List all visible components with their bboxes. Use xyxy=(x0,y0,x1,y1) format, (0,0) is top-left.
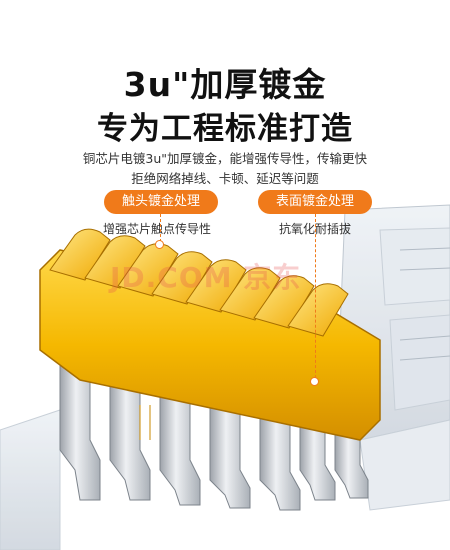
callout-line-right xyxy=(315,214,316,378)
watermark-text: JD.COM 京东 xyxy=(110,261,302,294)
feature-detail-contact-plating: 增强芯片触点传导性 xyxy=(103,222,212,236)
description-line1: 铜芯片电镀3u"加厚镀金，能增强传导性，传输更快 xyxy=(82,151,368,166)
callout-line-left xyxy=(160,214,161,242)
headline-line1: 3u"加厚镀金 xyxy=(123,65,327,104)
callout-dot-left xyxy=(155,240,164,249)
gold-fingers xyxy=(49,228,349,337)
headline-line2: 专为工程标准打造 xyxy=(97,111,353,147)
description-line2: 拒绝网络掉线、卡顿、延迟等问题 xyxy=(131,171,319,186)
callout-dot-right xyxy=(310,377,319,386)
gold-blade xyxy=(39,228,381,441)
feature-badge-surface-plating: 表面镀金处理 xyxy=(258,190,372,214)
feature-badge-contact-plating: 触头镀金处理 xyxy=(104,190,218,214)
